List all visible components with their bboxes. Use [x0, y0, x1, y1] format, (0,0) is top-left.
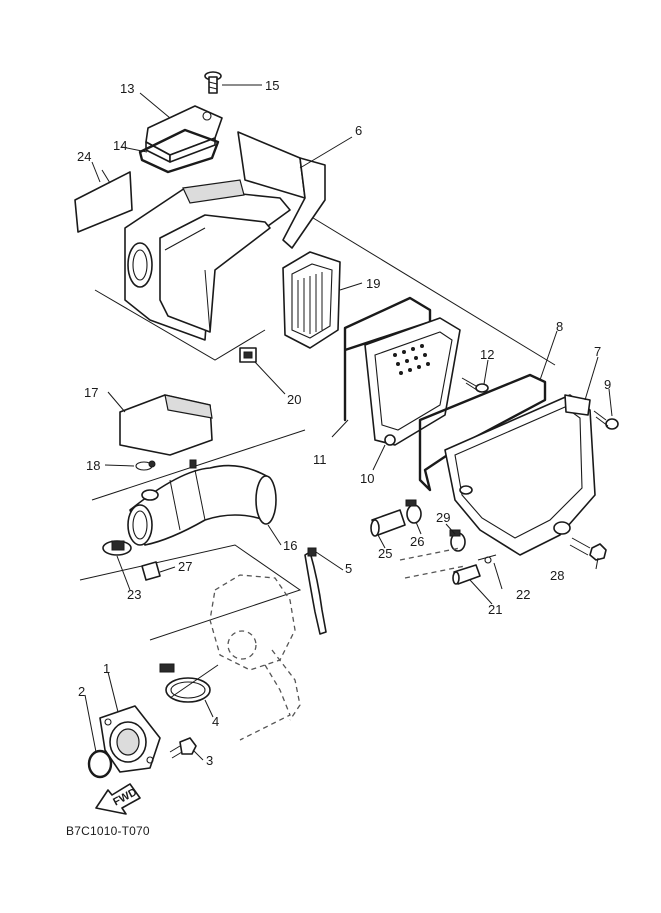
drain-hose-ghost	[399, 547, 466, 579]
part-10-filter-holder	[364, 317, 461, 446]
part-6-air-cleaner-case	[124, 131, 326, 341]
callout-26: 26	[410, 534, 424, 549]
fwd-arrow-icon: FWD	[95, 783, 141, 815]
callout-leader-lines	[84, 84, 613, 761]
part-17-sponge-pad	[119, 394, 213, 456]
part-14-cap-gasket	[138, 128, 220, 174]
callout-16: 16	[283, 538, 297, 553]
callout-13: 13	[120, 81, 134, 96]
part-29-clamp	[449, 529, 466, 552]
callout-1: 1	[103, 661, 110, 676]
callout-3: 3	[206, 753, 213, 768]
part-1-carburetor-joint	[99, 705, 161, 773]
diagram-reference-code: B7C1010-T070	[66, 824, 150, 838]
callout-29: 29	[436, 510, 450, 525]
callout-19: 19	[366, 276, 380, 291]
callout-4: 4	[212, 714, 219, 729]
callout-18: 18	[86, 458, 100, 473]
callout-5: 5	[345, 561, 352, 576]
callout-23: 23	[127, 587, 141, 602]
part-3-bolt	[169, 737, 197, 759]
callout-10: 10	[360, 471, 374, 486]
callout-24: 24	[77, 149, 91, 164]
part-4-hose-clamp	[159, 663, 211, 703]
part-25-drain-plug	[370, 509, 406, 537]
callout-14: 14	[113, 138, 127, 153]
part-16-intake-joint	[127, 459, 277, 546]
carburetor-reference-outline	[209, 574, 301, 741]
part-23-hose-clamp	[102, 540, 132, 556]
callout-25: 25	[378, 546, 392, 561]
part-18-band	[135, 460, 156, 471]
part-2-o-ring	[87, 749, 113, 779]
callout-21: 21	[488, 602, 502, 617]
callout-11: 11	[313, 452, 327, 467]
part-9-screw	[593, 410, 619, 430]
part-22-clip	[477, 554, 497, 564]
part-26-clamp	[405, 499, 422, 524]
callout-6: 6	[355, 123, 362, 138]
assembly-reference-lines	[79, 209, 556, 641]
part-15-screw	[204, 71, 222, 94]
part-21-plug	[452, 564, 481, 585]
callout-12: 12	[480, 347, 494, 362]
part-5-cable-tie	[304, 547, 327, 635]
callout-17: 17	[84, 385, 98, 400]
part-12-screw	[461, 377, 489, 393]
part-13-cap-cover	[145, 105, 223, 163]
part-27-cap	[141, 561, 161, 581]
part-24-filter-sheet	[74, 169, 133, 233]
callout-28: 28	[550, 568, 564, 583]
callout-20: 20	[287, 392, 301, 407]
callout-numbers: 1 2 3 4 5 6 7 8 9 10 11 12 13 14 15 16 1…	[77, 78, 611, 768]
callout-7: 7	[594, 344, 601, 359]
callout-2: 2	[78, 684, 85, 699]
callout-8: 8	[556, 319, 563, 334]
callout-22: 22	[516, 587, 530, 602]
part-28-bolt	[569, 537, 607, 561]
part-7-air-cleaner-cover	[444, 394, 596, 556]
callout-27: 27	[178, 559, 192, 574]
callout-15: 15	[265, 78, 279, 93]
callout-9: 9	[604, 377, 611, 392]
part-19-air-filter	[282, 251, 341, 349]
part-20-clip	[239, 347, 257, 363]
